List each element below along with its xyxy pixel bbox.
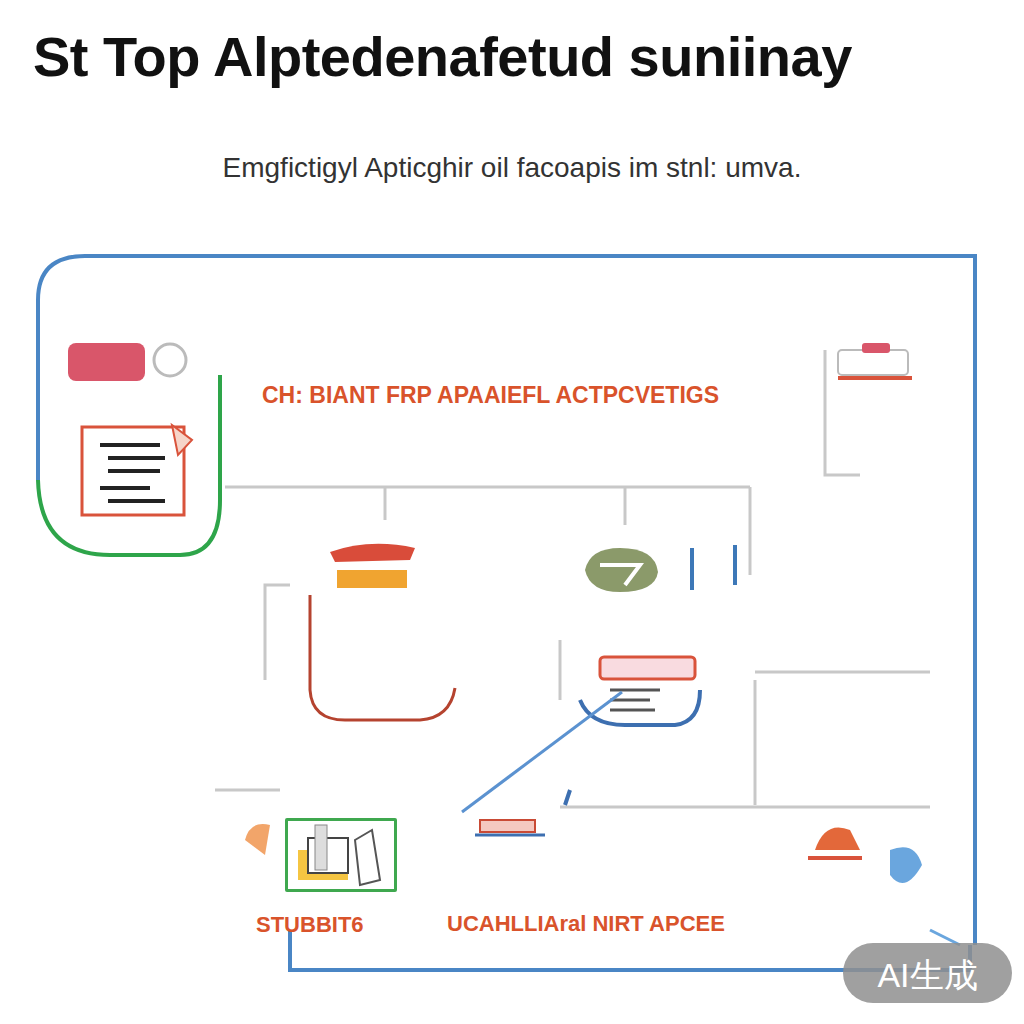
folder-box: STUBBIT6 xyxy=(285,818,397,892)
doc-line xyxy=(610,699,650,702)
folder-paper xyxy=(308,838,348,873)
blue-mark xyxy=(733,545,737,585)
device-icon-top xyxy=(862,343,890,353)
blue-mark xyxy=(690,548,694,590)
tab-icon xyxy=(68,343,145,381)
orange-block xyxy=(337,570,407,588)
gray-line xyxy=(215,789,280,792)
gray-line xyxy=(559,640,562,700)
orange-hat-icon xyxy=(815,828,860,851)
gray-line xyxy=(560,806,930,809)
small-doc-base xyxy=(475,834,545,837)
doc-line xyxy=(108,469,160,473)
gray-lines xyxy=(215,350,930,807)
doc-red-lines xyxy=(610,690,660,710)
folder-sheet xyxy=(355,830,380,885)
doc-line xyxy=(100,443,160,447)
watermark-pill xyxy=(843,943,1012,1003)
gray-line xyxy=(225,486,750,489)
orange-icon xyxy=(245,824,270,855)
red-curve xyxy=(310,595,455,720)
document-icon xyxy=(82,427,184,515)
device-icon xyxy=(838,350,908,375)
blue-tick xyxy=(565,790,570,805)
doc-line xyxy=(108,499,165,503)
oval-mark xyxy=(600,565,640,585)
green-oval xyxy=(585,548,658,592)
blue-diagonal xyxy=(462,692,622,812)
section-heading: CH: BIANT FRP APAAIEFL ACTPCVETIGS xyxy=(262,382,719,409)
doc-line xyxy=(610,689,660,692)
icon-base xyxy=(808,856,862,860)
subtitle: Emgfictigyl Apticghir oil facoapis im st… xyxy=(0,152,1024,184)
outer-frame xyxy=(38,256,975,945)
red-cap xyxy=(330,544,415,562)
doc-line xyxy=(108,456,165,460)
folder-tab xyxy=(315,825,327,870)
bottom-caption: UCAHLLIAral NIRT APCEE xyxy=(447,911,725,937)
gray-line xyxy=(384,487,387,520)
gray-line xyxy=(749,487,752,575)
diagram-title: St Top Alptedenafetud suniinay xyxy=(33,24,852,89)
blue-tick xyxy=(930,930,960,945)
pen-icon xyxy=(172,425,192,455)
blue-arc xyxy=(580,690,700,725)
blue-drop-icon xyxy=(890,847,922,883)
cloud-icon xyxy=(154,344,186,376)
device-base xyxy=(838,376,912,380)
document-lines xyxy=(100,445,165,501)
box-caption: STUBBIT6 xyxy=(256,912,364,938)
doc-line xyxy=(610,709,655,712)
gray-line xyxy=(754,680,757,805)
small-doc-icon xyxy=(480,820,535,832)
green-bracket xyxy=(38,375,220,555)
gray-line xyxy=(265,585,290,680)
watermark: AI生成 xyxy=(843,953,1012,999)
doc-line xyxy=(100,486,150,490)
gray-line xyxy=(755,671,930,674)
gray-line xyxy=(624,487,627,525)
doc-red-icon xyxy=(600,657,695,679)
